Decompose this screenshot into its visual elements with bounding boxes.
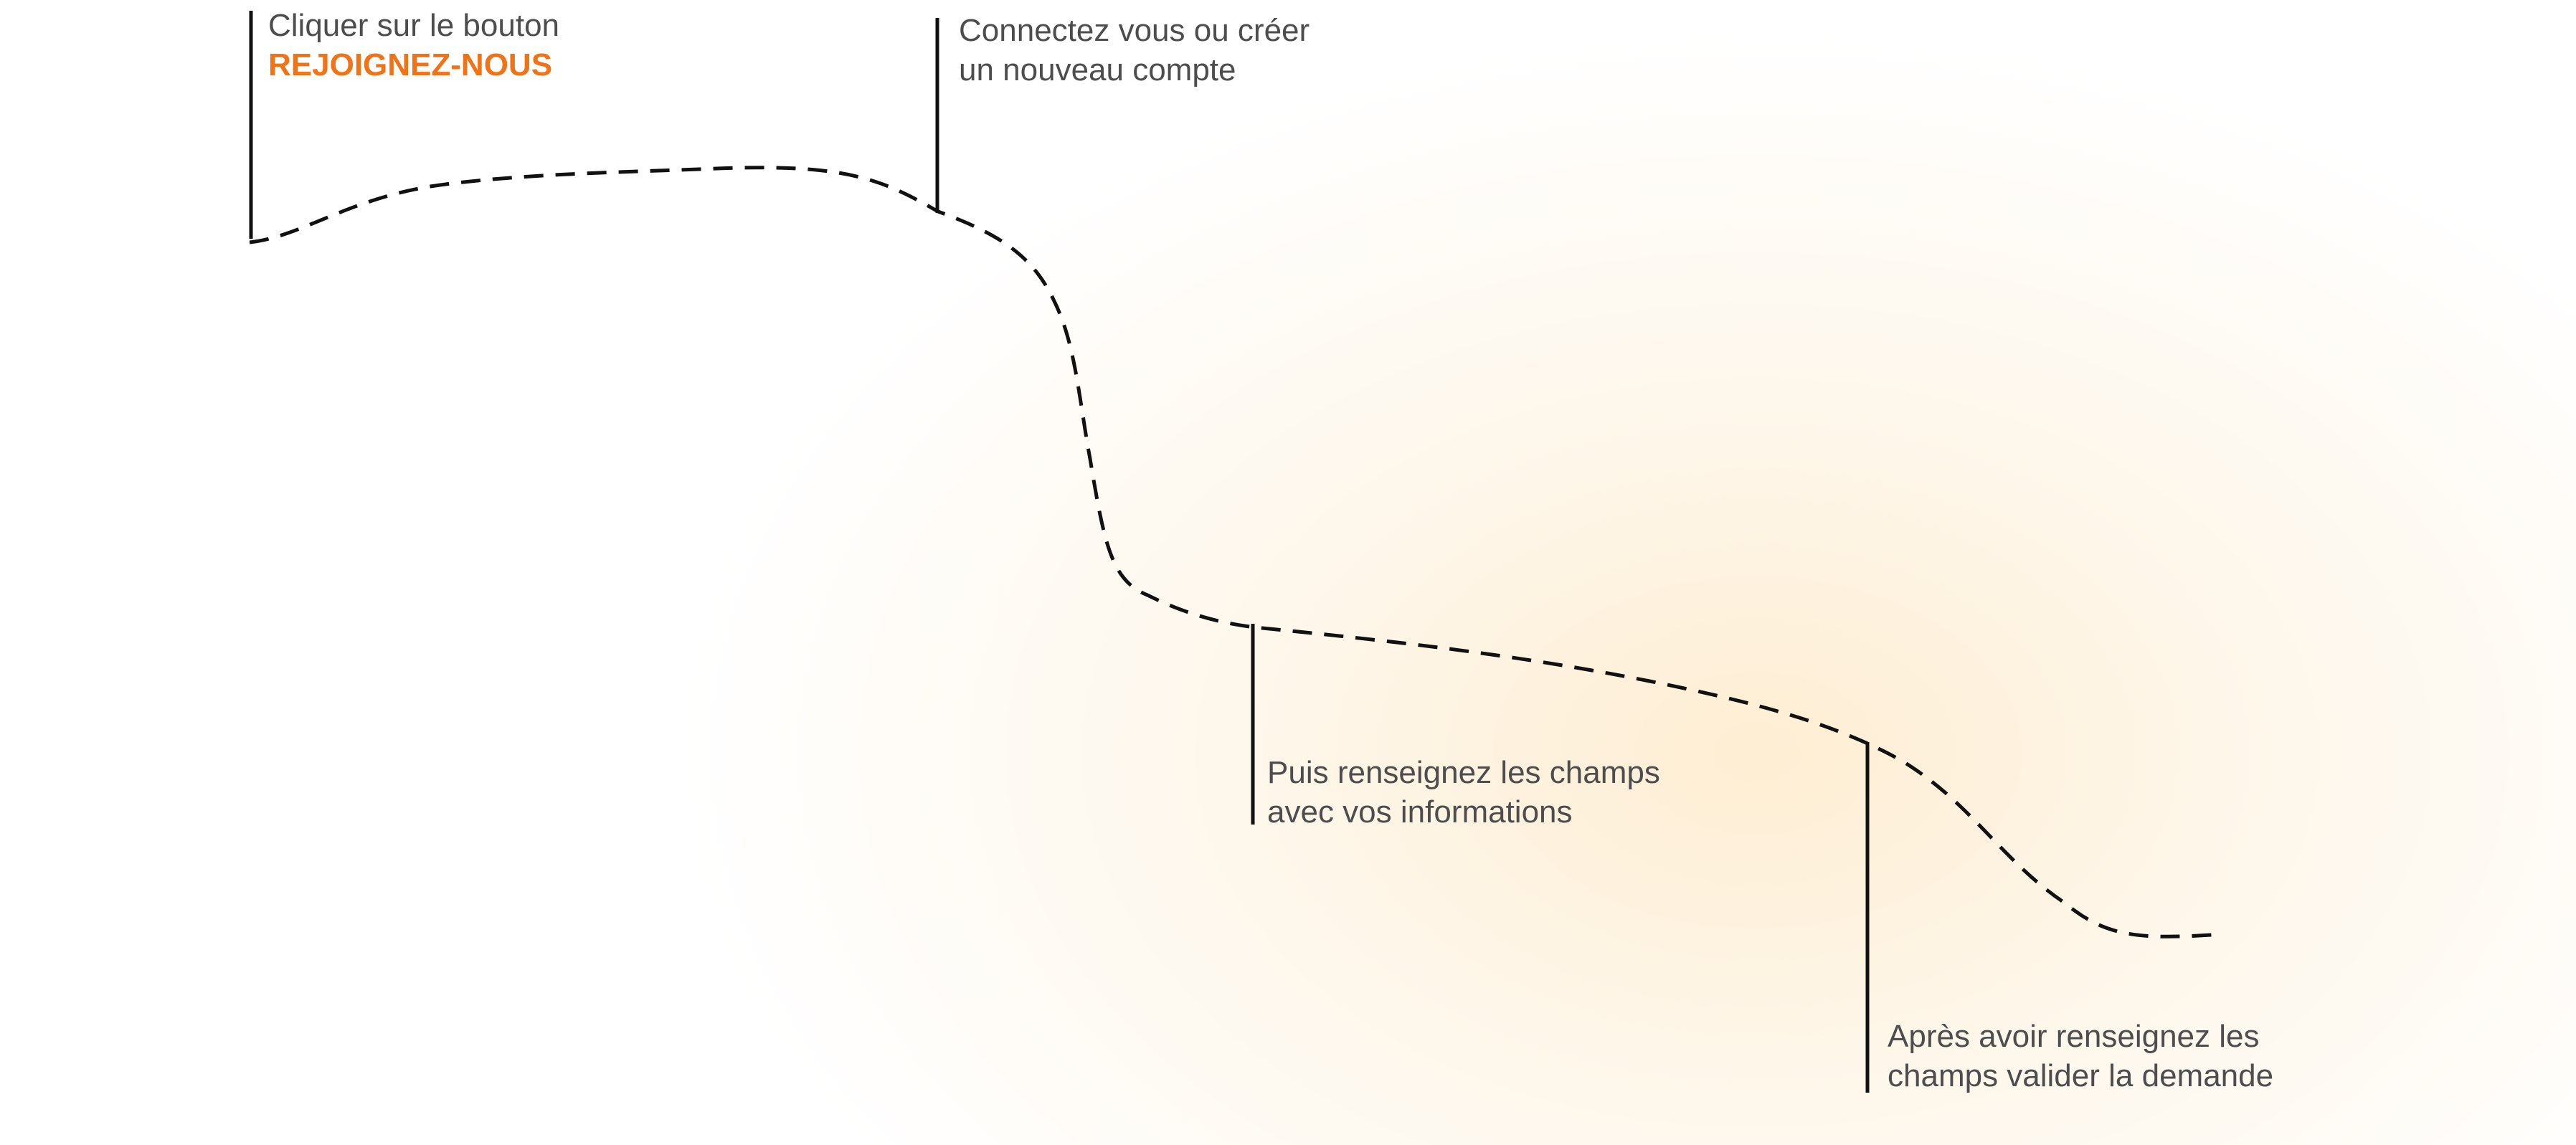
- step-2-text-line-2: un nouveau compte: [959, 52, 1236, 87]
- journey-dashed-path: [249, 166, 2224, 939]
- step-4-text-line-2: champs valider la demande: [1888, 1058, 2274, 1093]
- step-4-label: Après avoir renseignez les champs valide…: [1888, 1017, 2273, 1096]
- step-1-text: Cliquer sur le bouton: [268, 8, 560, 43]
- step-3-label: Puis renseignez les champs avec vos info…: [1267, 753, 1660, 832]
- join-us-label: REJOIGNEZ-NOUS: [268, 47, 553, 82]
- step-4-text-line-1: Après avoir renseignez les: [1888, 1019, 2260, 1054]
- step-3-text-line-2: avec vos informations: [1267, 794, 1573, 830]
- step-2-label: Connectez vous ou créer un nouveau compt…: [959, 11, 1310, 90]
- step-1-label: Cliquer sur le bouton REJOIGNEZ-NOUS: [268, 6, 559, 85]
- step-2-text-line-1: Connectez vous ou créer: [959, 13, 1310, 48]
- step-3-text-line-1: Puis renseignez les champs: [1267, 755, 1660, 790]
